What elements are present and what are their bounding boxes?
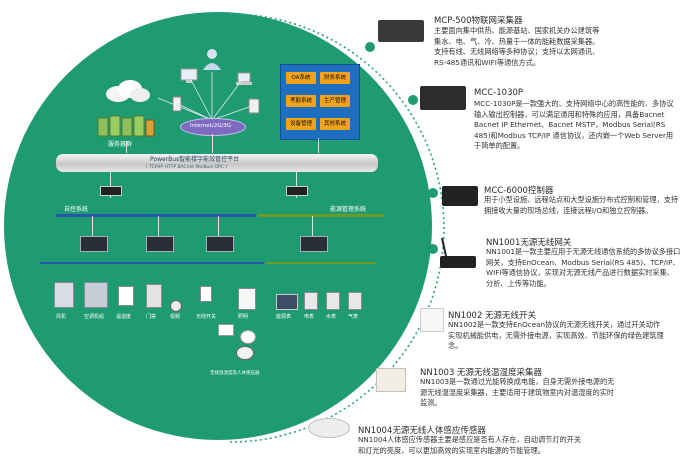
access-device [146, 284, 162, 308]
device-label: 风机 [56, 314, 67, 320]
connector [158, 216, 159, 236]
pc-icon [180, 68, 198, 83]
server-group-icon [96, 112, 156, 138]
field-bus [266, 262, 376, 264]
nn1002-switch-image [420, 308, 444, 332]
right-branch-bus [258, 214, 384, 217]
user-icon [203, 49, 221, 70]
field-bus [40, 262, 264, 264]
system-box: 考勤系统 [286, 95, 316, 107]
device-label: 无线开关 [196, 314, 217, 320]
wireless-sensor-icon [218, 324, 234, 336]
network-lines [157, 72, 253, 121]
meter-device [326, 292, 340, 310]
device-label: 电表 [304, 314, 315, 320]
meter-device [304, 292, 318, 310]
system-box: 其他系统 [320, 118, 350, 130]
device-label: 气表 [348, 314, 359, 320]
laptop-icon [236, 72, 252, 85]
meter-device [348, 292, 362, 310]
device-label: 水表 [326, 314, 337, 320]
product-description: NN1002是一款支持EnOcean协议的无源无线开关，通过开关动作实现机械能供… [448, 320, 664, 350]
device-label: 视频 [170, 314, 181, 320]
switch-device [200, 286, 212, 302]
controller-icon [286, 186, 308, 196]
arc-dot-3 [428, 188, 438, 198]
tablet-icon [248, 98, 260, 114]
controller-screen [206, 236, 234, 252]
product-description: NN1003是一款通过光能转换成电能，自身无需外接电源的无源无线温湿度采集器，主… [420, 377, 615, 407]
sensor-dome-icon [236, 346, 254, 360]
cloud-icon [106, 80, 150, 102]
product-description: NN1001是一款主要应用于无源无线通信系统的多协议多接口网关，支持EnOcea… [486, 247, 681, 288]
nn1003-sensor-image [376, 368, 406, 392]
product-title: MCC-1030P [474, 88, 524, 98]
product-description: NN1004人体感应传感器主要是感应是否有人存在，自动调节灯的开关和灯光的亮度，… [358, 435, 582, 455]
tv-device [276, 294, 298, 310]
server-label: 服务器群 [108, 141, 133, 148]
platform-label: PowerBus智能楼宇能效管控平台 [150, 156, 240, 163]
internet-label: Internet/2G/3G [190, 123, 232, 129]
right-branch-label: 能源管理系统 [330, 206, 367, 213]
mcp500-device-image [378, 20, 424, 42]
mcc6000-device-image [442, 186, 478, 206]
wireless-caption: 无线温湿度及人体感应器 [210, 371, 260, 376]
connector [126, 141, 127, 153]
product-title: NN1004无源无线人体感应传感器 [358, 426, 486, 436]
light-device [238, 288, 256, 310]
connector [92, 216, 93, 236]
arc-dot-7 [300, 408, 310, 418]
system-box: OA系统 [286, 72, 316, 84]
arc-dot-2 [408, 95, 418, 105]
left-branch-label: 自控系统 [64, 206, 89, 213]
arc-dot-4 [428, 244, 438, 254]
connector [312, 216, 313, 236]
wireless-signal-icon [240, 330, 256, 344]
internet-cloud [180, 118, 246, 136]
product-title: MCC-6000控制器 [484, 186, 554, 196]
system-box: 生产管理 [320, 95, 350, 107]
product-description: 用于小型设施、远程站点和大型设施分布式控制和管理，支持拥接收大量的现场总线，连接… [484, 195, 679, 215]
device-label: 温湿度 [116, 314, 132, 320]
platform-protocols: ( TCP/IP HTTP BACnet Modbus OPC ) [146, 165, 228, 170]
controller-screen [146, 236, 174, 252]
device-label: 能源表 [276, 314, 292, 320]
controller-screen [80, 236, 108, 252]
nn1001-gateway-image [440, 237, 476, 268]
device-label: 空调机组 [84, 314, 105, 320]
product-title: MCP-500物联网采集器 [434, 16, 523, 26]
thermostat-device [118, 286, 134, 306]
arc-dot-5 [396, 306, 406, 316]
connector [212, 134, 213, 153]
product-title: NN1002 无源无线开关 [448, 311, 537, 321]
controller-screen [300, 236, 328, 252]
arc-dot-1 [365, 42, 375, 52]
system-box: 设备管理 [286, 118, 316, 130]
device-label: 照明 [238, 314, 249, 320]
connector [218, 216, 219, 236]
device-label: 门禁 [146, 314, 157, 320]
product-description: 主要面向集中供热、能源基站、国家机关办公建筑等集水、电、气、冷、热量于一体的能耗… [434, 26, 600, 67]
connector [318, 138, 319, 153]
camera-icon [170, 300, 182, 312]
product-title: NN1003 无源无线温湿度采集器 [420, 368, 543, 378]
left-branch-bus [56, 214, 256, 217]
connector [110, 172, 111, 198]
ahu-device [84, 282, 108, 308]
platform-bus [56, 154, 378, 172]
connector [296, 172, 297, 198]
system-box: 财务系统 [320, 72, 350, 84]
product-description: MCC-1030P是一款强大的、支持网络中心的高性能的、多协议输入输出控制器，可… [474, 99, 674, 150]
arc-dot-6 [363, 366, 373, 376]
mcc1030p-device-image [420, 86, 466, 110]
controller-icon [100, 186, 122, 196]
fan-device [54, 282, 74, 308]
product-title: NN1001无源无线网关 [486, 238, 572, 248]
nn1004-sensor-image [308, 418, 350, 438]
